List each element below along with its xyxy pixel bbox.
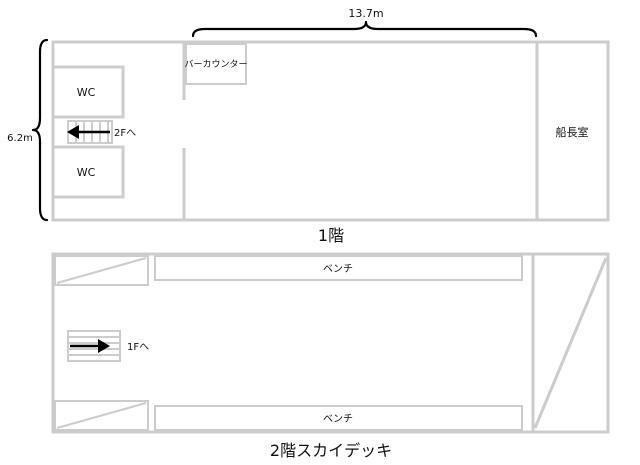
captain-room-label: 船長室 (556, 125, 589, 139)
stairs-to-1f-label: 1Fへ (127, 342, 149, 353)
floor-2-title: 2階スカイデッキ (270, 441, 392, 460)
arrow-right-icon (70, 339, 110, 353)
depth-dimension-bracket (31, 38, 49, 222)
bench-top (154, 255, 523, 281)
wc-top-room (51, 65, 125, 119)
bench-bottom-label: ベンチ (323, 413, 353, 425)
deck-end-diagonal (533, 257, 608, 429)
wc-bottom-label: WC (77, 166, 96, 179)
bench-bottom (154, 405, 523, 431)
width-dimension-bracket (191, 20, 538, 38)
deck-stairwell-bottom (54, 400, 149, 431)
bench-top-label: ベンチ (323, 263, 353, 275)
bar-counter-label: バーカウンター (184, 59, 247, 70)
wc-bottom-room (51, 145, 125, 199)
stairs-to-2f-label: 2Fへ (114, 128, 136, 139)
floor-1-outline (51, 40, 610, 222)
depth-label: 6.2m (7, 133, 33, 144)
arrow-left-icon (67, 125, 110, 139)
stairs-2f (67, 330, 121, 362)
floor-2-outline (51, 252, 610, 434)
deck-stairwell-top (54, 255, 149, 286)
width-label: 13.7m (348, 7, 383, 20)
floor-1-title: 1階 (318, 226, 344, 245)
floor-1-plan: WC WC バーカウンター 船長室 2Fへ 13.7m 6.2m 1階 (7, 7, 610, 245)
floor-2-plan: ベンチ ベンチ 1Fへ 2階スカイデッキ (51, 252, 610, 460)
bar-counter-box (185, 43, 247, 85)
wc-top-label: WC (77, 86, 96, 99)
